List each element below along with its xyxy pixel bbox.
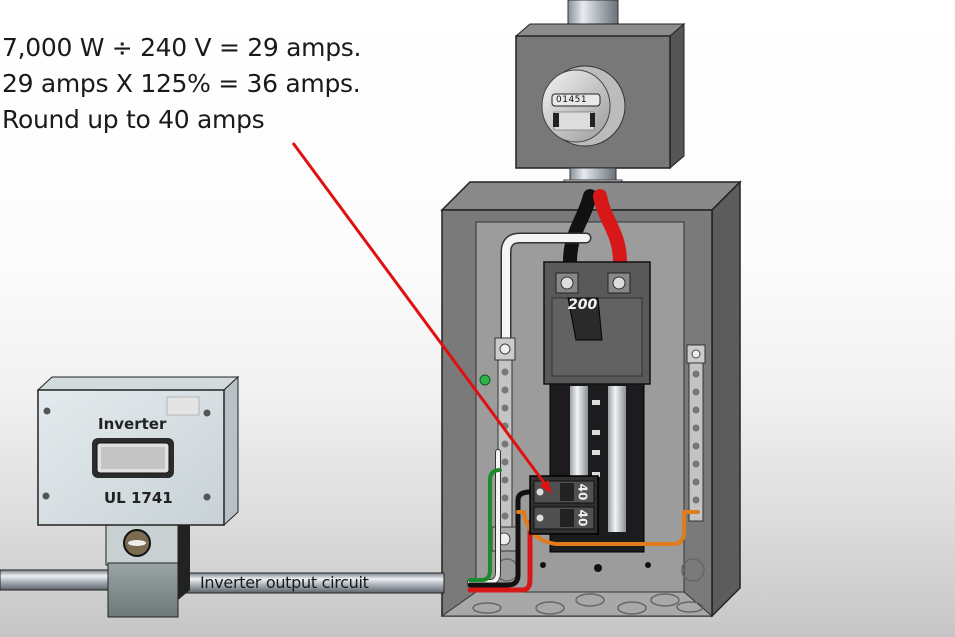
calculation-text: 7,000 W ÷ 240 V = 29 amps. 29 amps X 125… — [2, 30, 361, 138]
service-conductors — [500, 189, 627, 344]
inverter-listing: UL 1741 — [104, 489, 173, 507]
neutral-bar — [479, 337, 517, 552]
calculation-line-1: 7,000 W ÷ 240 V = 29 amps. — [2, 33, 362, 62]
pointer-arrowhead — [540, 480, 552, 494]
meter-reading: 01451 — [556, 95, 588, 105]
pointer-arrow — [291, 142, 550, 489]
calculation-line-3: Round up to 40 amps — [2, 105, 265, 134]
ground-bar — [686, 344, 706, 522]
backfed-breaker-rating-2: 40 — [575, 509, 590, 527]
utility-meter — [514, 22, 686, 170]
main-breaker-rating: 200 — [568, 297, 598, 313]
inverter-title: Inverter — [98, 415, 167, 433]
inverter — [36, 375, 240, 527]
conduit-label: Inverter output circuit — [200, 573, 369, 592]
calculation-line-2: 29 amps X 125% = 36 amps. — [2, 69, 361, 98]
backfed-breaker-rating-1: 40 — [575, 483, 590, 501]
ac-disconnect — [105, 519, 190, 618]
main-breaker — [543, 261, 651, 385]
